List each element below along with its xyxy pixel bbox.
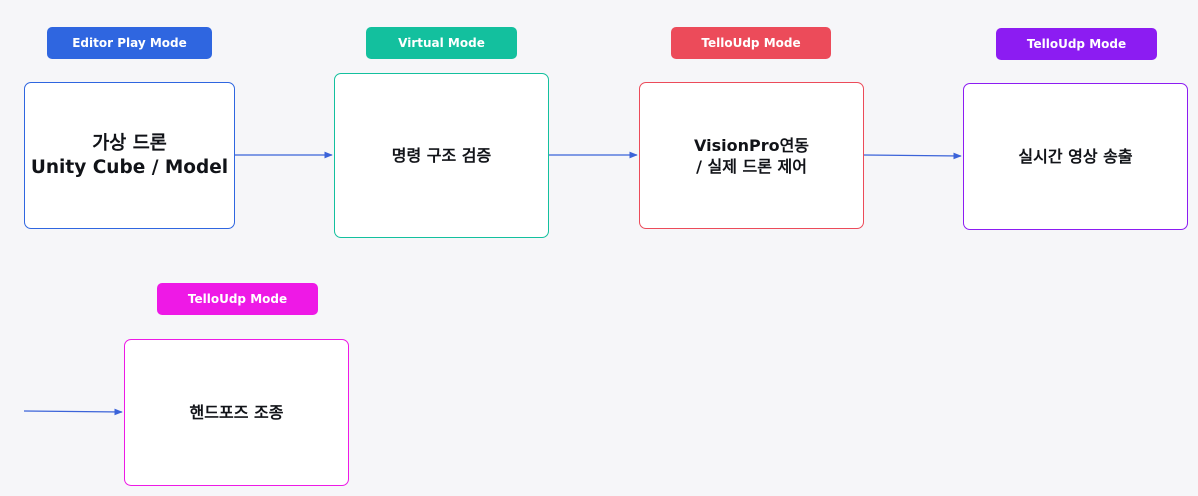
node-command-check: 명령 구조 검증: [334, 73, 549, 238]
node-command-check-line1: 명령 구조 검증: [391, 146, 492, 165]
node-virtual-drone-line2: Unity Cube / Model: [30, 156, 229, 178]
node-visionpro-line2: / 실제 드론 제어: [696, 156, 807, 176]
node-virtual-drone: 가상 드론 Unity Cube / Model: [24, 82, 235, 229]
badge-virtual-mode: Virtual Mode: [366, 27, 517, 59]
node-hand-pose-line1: 핸드포즈 조종: [189, 403, 284, 422]
arrow-visionpro-to-video: [863, 152, 962, 160]
badge-tellоudp-mode-red: TelloUdp Mode: [671, 27, 831, 59]
node-video-stream: 실시간 영상 송출: [963, 83, 1188, 230]
node-hand-pose: 핸드포즈 조종: [124, 339, 349, 486]
node-visionpro: VisionPro연동 / 실제 드론 제어: [639, 82, 864, 229]
node-video-stream-line1: 실시간 영상 송출: [1018, 147, 1133, 166]
arrow-into-hand-pose: [23, 408, 123, 416]
node-visionpro-line1: VisionPro연동: [693, 135, 810, 155]
badge-tellоudp-mode-magenta: TelloUdp Mode: [157, 283, 318, 315]
badge-editor-play-mode: Editor Play Mode: [47, 27, 212, 59]
badge-tellоudp-mode-purple: TelloUdp Mode: [996, 28, 1157, 60]
node-virtual-drone-line1: 가상 드론: [92, 132, 167, 154]
